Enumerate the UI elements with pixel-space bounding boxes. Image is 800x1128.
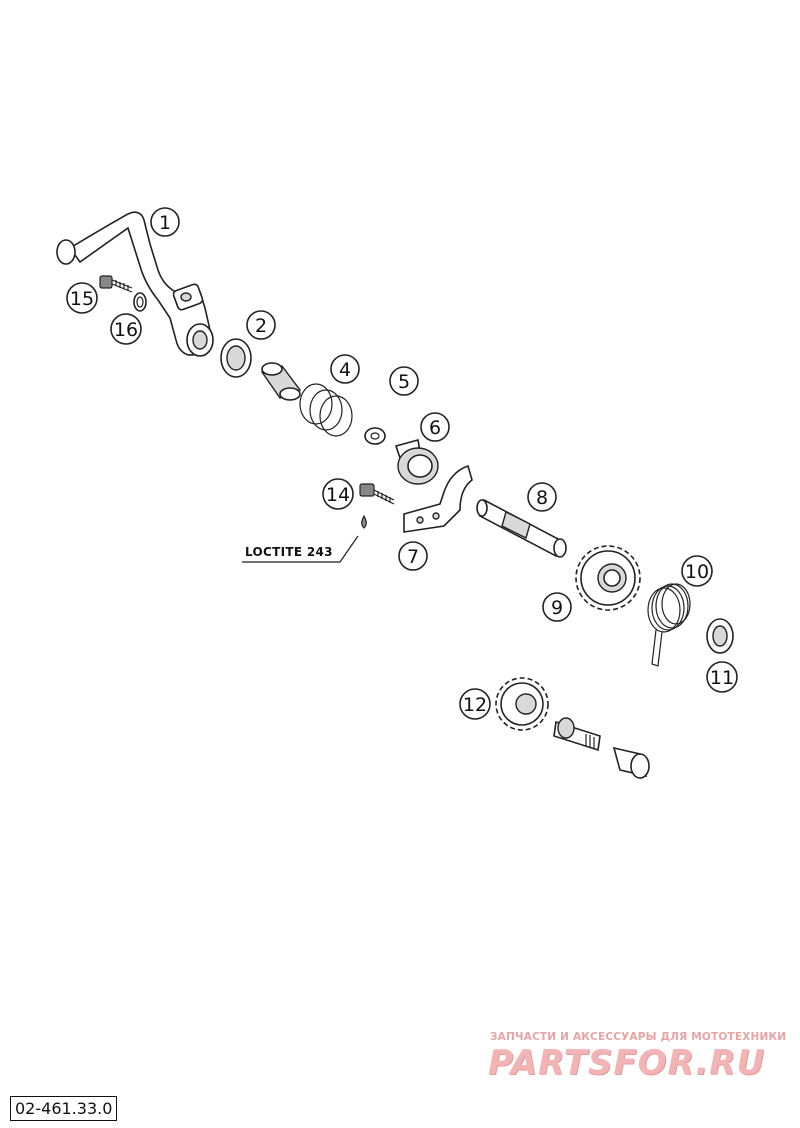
watermark-tagline: ЗАПЧАСТИ И АКСЕССУАРЫ ДЛЯ МОТОТЕХНИКИ <box>490 1031 787 1043</box>
return-spring-10 <box>647 583 691 667</box>
seal-ring-2 <box>220 338 252 378</box>
callout-7: 7 <box>398 541 428 571</box>
svg-text:LOCTITE 243: LOCTITE 243 <box>245 545 333 559</box>
idler-pin <box>553 717 601 752</box>
svg-text:1: 1 <box>159 212 171 234</box>
callout-8: 8 <box>527 482 557 512</box>
callout-9: 9 <box>542 592 572 622</box>
callout-2: 2 <box>246 310 276 340</box>
spring-4 <box>299 383 353 437</box>
drawing-number: 02-461.33.0 <box>10 1096 118 1121</box>
lock-washer-16 <box>133 292 147 312</box>
bushing <box>260 362 302 401</box>
kick-lever <box>56 211 214 357</box>
svg-text:7: 7 <box>407 546 419 568</box>
loctite-note: LOCTITE 243 <box>242 535 359 563</box>
svg-text:14: 14 <box>326 484 350 506</box>
svg-text:6: 6 <box>429 417 441 439</box>
callout-11: 11 <box>706 661 738 693</box>
svg-text:12: 12 <box>463 694 487 716</box>
callout-16: 16 <box>110 313 142 345</box>
callout-12: 12 <box>459 688 491 720</box>
bolt-15 <box>99 275 133 293</box>
svg-text:2: 2 <box>255 315 267 337</box>
gear-9 <box>575 545 641 611</box>
svg-text:9: 9 <box>551 597 563 619</box>
callout-10: 10 <box>681 555 713 587</box>
svg-text:16: 16 <box>114 319 138 341</box>
idler-gear-12 <box>495 677 549 731</box>
guide-plate-7 <box>403 464 473 533</box>
watermark-logo: PARTSFOR.RU <box>488 1043 766 1083</box>
svg-text:4: 4 <box>339 359 351 381</box>
washer-11 <box>706 618 734 654</box>
callout-14: 14 <box>322 478 354 510</box>
svg-text:5: 5 <box>398 371 410 393</box>
washer-5 <box>364 427 386 445</box>
svg-text:8: 8 <box>536 487 548 509</box>
svg-text:15: 15 <box>70 288 94 310</box>
idler-bushing <box>612 746 650 779</box>
svg-text:10: 10 <box>685 561 709 583</box>
callout-5: 5 <box>389 366 419 396</box>
callout-1: 1 <box>150 207 180 237</box>
svg-text:11: 11 <box>710 667 734 689</box>
callout-4: 4 <box>330 354 360 384</box>
shaft-8 <box>476 498 567 558</box>
callout-6: 6 <box>420 412 450 442</box>
screw-14 <box>359 483 395 529</box>
callout-15: 15 <box>66 282 98 314</box>
ratchet-6 <box>394 438 439 485</box>
